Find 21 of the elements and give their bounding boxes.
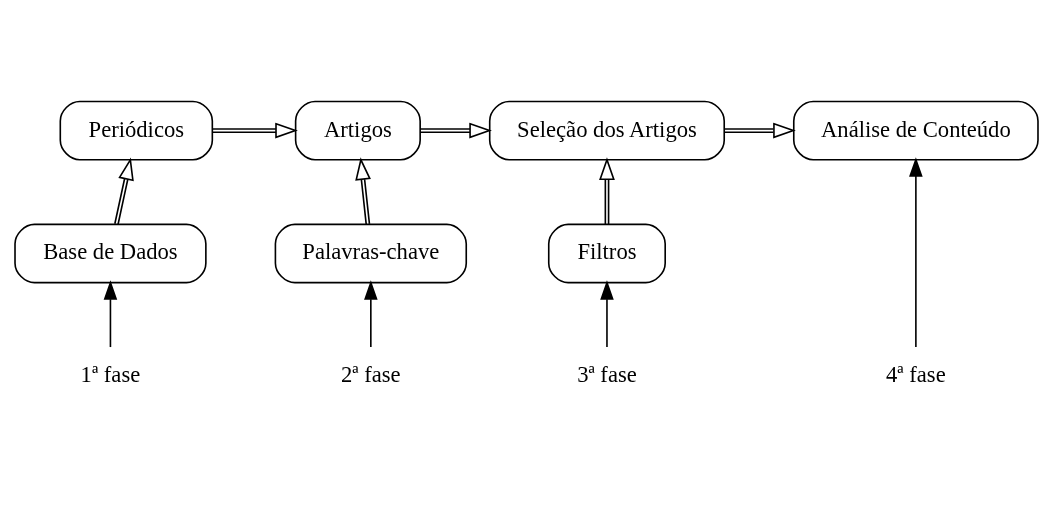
arrow: [599, 156, 615, 225]
node-text: 3ª fase: [577, 361, 637, 387]
arrow: [600, 279, 614, 348]
node-text: 2ª fase: [341, 361, 401, 387]
node-box: Artigos: [294, 100, 421, 160]
arrow: [114, 156, 134, 225]
node-box: Base de Dados: [14, 223, 207, 283]
node-box: Palavras-chave: [274, 223, 468, 283]
arrow: [364, 279, 378, 348]
node-text: 4ª fase: [886, 361, 946, 387]
node-box: Filtros: [547, 223, 666, 283]
node-text: 1ª fase: [80, 361, 141, 387]
arrow: [909, 156, 923, 348]
arrow: [355, 156, 371, 225]
node-box: Seleção dos Artigos: [488, 100, 726, 160]
arrow: [211, 122, 298, 138]
arrow: [103, 279, 118, 348]
arrow: [419, 122, 492, 138]
node-box: Periódicos: [59, 100, 214, 160]
arrow: [723, 122, 796, 138]
node-box: Análise de Conteúdo: [792, 100, 1039, 160]
